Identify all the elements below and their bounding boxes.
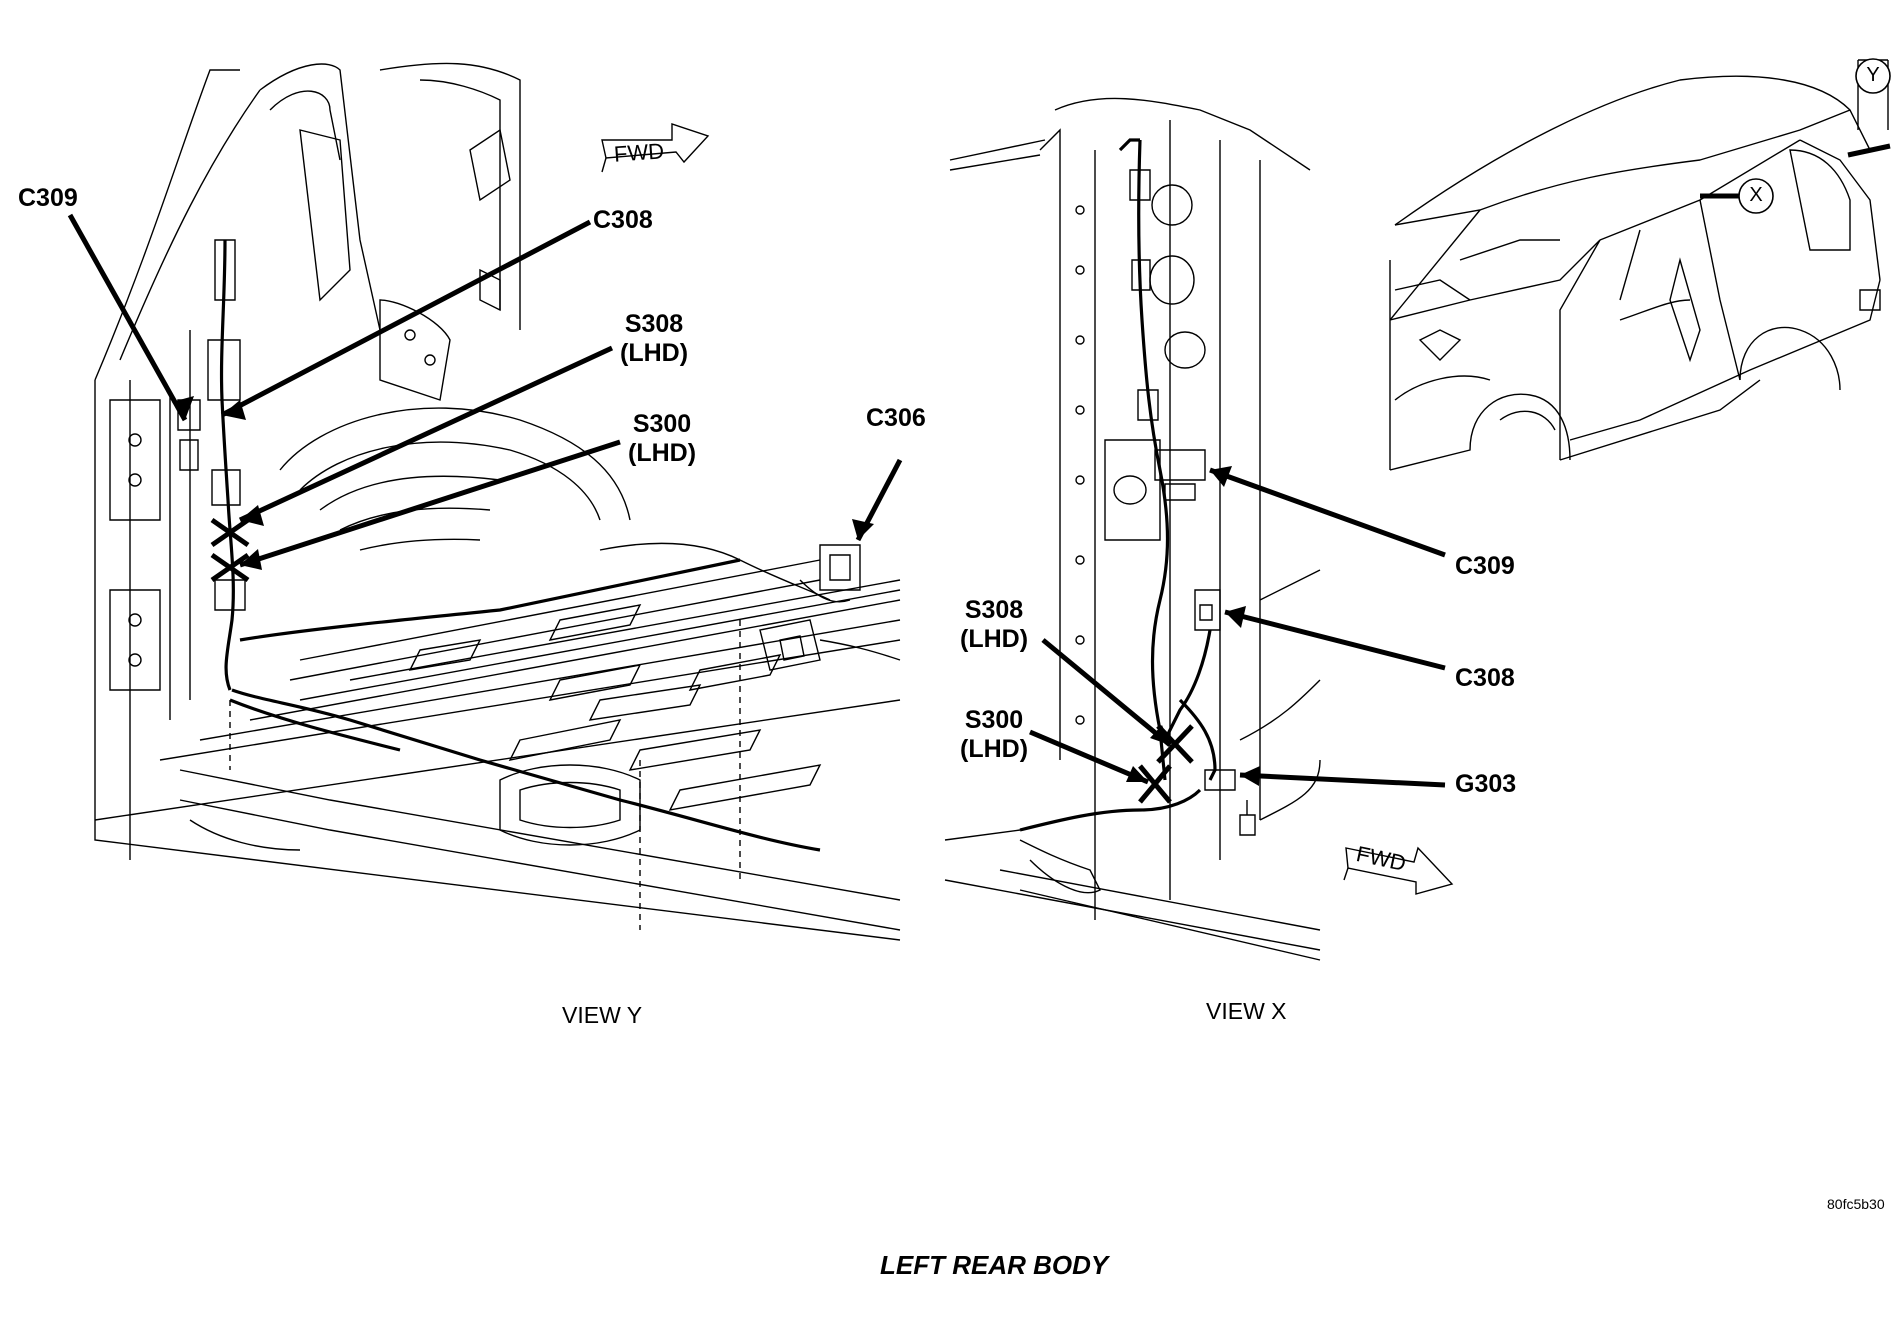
view-y-drawing [94,62,901,941]
view-y-label-s300: S300 (LHD) [628,410,696,468]
locator-vehicle [1389,59,1891,471]
view-y-s300-name: S300 [632,410,692,438]
marker-y-label: Y [1866,64,1880,86]
view-x-s308-note: (LHD) [960,625,1029,653]
view-y-fwd-label: FWD [613,138,665,167]
view-x-label-s300: S300 (LHD) [960,706,1028,764]
view-x-leaders [1029,466,1446,788]
view-y-s308-note: (LHD) [620,339,689,367]
marker-x-circle [1738,178,1774,214]
marker-y-circle [1855,58,1891,94]
view-y-label-c308: C308 [593,206,653,234]
view-x-caption: VIEW X [1206,998,1287,1024]
locator-markers [1738,58,1891,214]
figure-reference-code: 80fc5b30 [1827,1196,1885,1212]
view-x-s300-name: S300 [964,706,1024,734]
view-y-s300-note: (LHD) [628,439,697,467]
view-y-label-s308: S308 (LHD) [620,310,688,368]
view-x-label-s308: S308 (LHD) [960,596,1028,654]
view-y-s308-name: S308 [624,310,684,338]
view-y-leaders [67,213,903,570]
view-x-label-c309: C309 [1455,552,1515,580]
view-y-caption: VIEW Y [562,1002,643,1028]
view-y-fwd-arrow [601,123,710,173]
view-x-fwd-arrow [1343,846,1454,895]
view-x-label-c308: C308 [1455,664,1515,692]
view-y-label-c306: C306 [866,404,926,432]
view-x-s300-note: (LHD) [960,735,1029,763]
marker-x-label: X [1749,184,1763,206]
view-x-drawing [944,97,1321,961]
view-x-s308-name: S308 [964,596,1024,624]
view-x-label-g303: G303 [1455,770,1517,798]
view-y-label-c309: C309 [18,184,78,212]
figure-title: LEFT REAR BODY [880,1250,1109,1280]
